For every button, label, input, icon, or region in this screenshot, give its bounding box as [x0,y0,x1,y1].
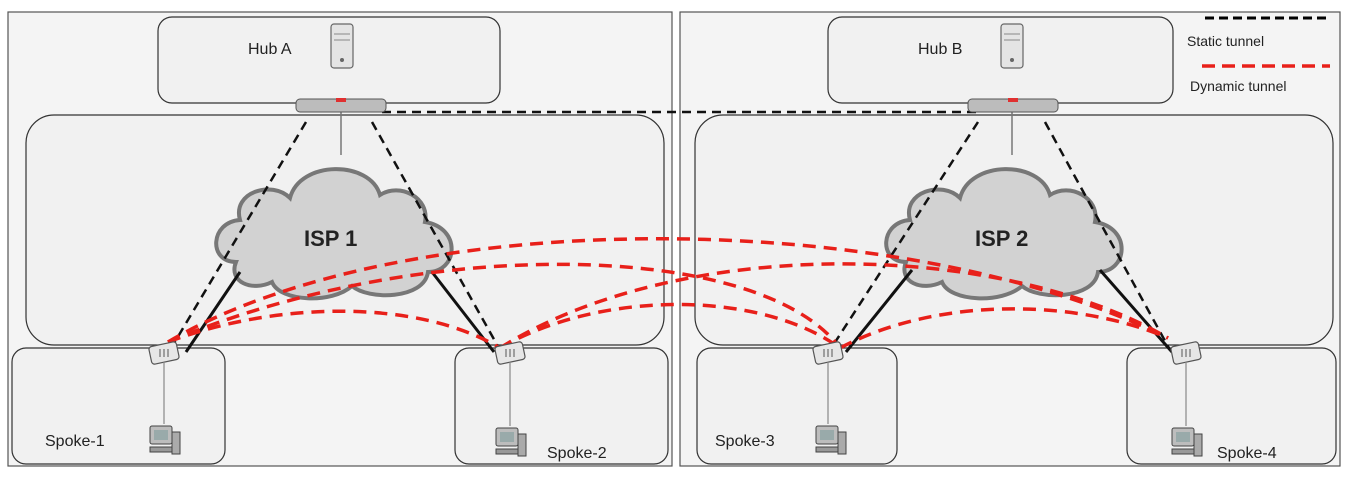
hub-a-label: Hub A [248,41,292,58]
spoke3-label: Spoke-3 [715,433,775,450]
spoke2-label: Spoke-2 [547,445,607,462]
computer-icon [815,425,847,455]
spoke1-label: Spoke-1 [45,433,105,450]
static-tunnels [168,110,1172,351]
router-icon [812,341,844,365]
isp1-label: ISP 1 [304,226,357,251]
server-icon [330,23,354,69]
cloud-icon [884,167,1124,301]
isp1-cloud [214,167,454,301]
spoke4-label: Spoke-4 [1217,445,1277,462]
hub-a-box [157,16,501,104]
legend-static-label: Static tunnel [1187,33,1264,49]
legend-dynamic-label: Dynamic tunnel [1190,78,1287,94]
spoke-uplinks [184,269,1174,353]
spoke1-box [11,347,226,465]
server-icon [1000,23,1024,69]
dynamic-tunnels [167,237,1169,350]
computer-icon [149,425,181,455]
computer-icon [495,427,527,457]
isp2-cloud [884,167,1124,301]
router-icon [967,98,1059,113]
router-icon [494,341,526,365]
router-icon [295,98,387,113]
computer-icon [1171,427,1203,457]
cloud-icon [214,167,454,301]
router-icon [1170,341,1202,365]
pc-links [163,362,1187,426]
isp2-label: ISP 2 [975,226,1028,251]
hub-b-label: Hub B [918,41,962,58]
router-icon [148,341,180,365]
spoke3-box [696,347,898,465]
